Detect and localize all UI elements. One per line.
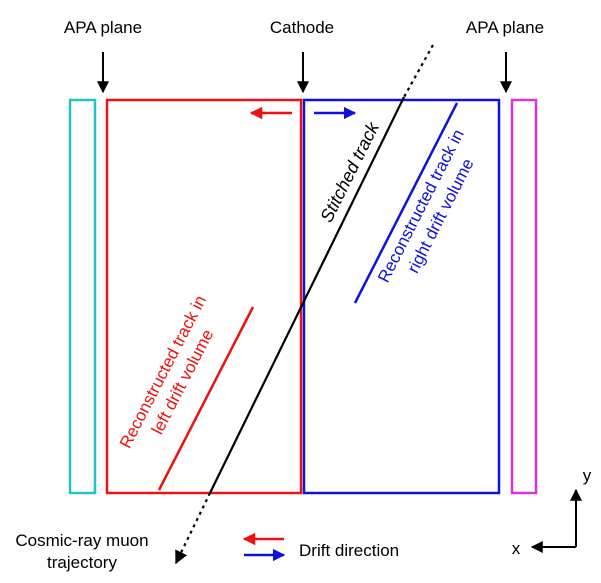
cathode-label: Cathode — [270, 18, 334, 37]
x-axis-label: x — [512, 539, 521, 558]
left-drift-volume — [105, 98, 303, 495]
right-track-label: Reconstructed track in right drift volum… — [374, 126, 477, 285]
left-track-label: Reconstructed track in left drift volume — [116, 292, 217, 451]
cosmic-ray-label-line2: trajectory — [47, 553, 117, 572]
y-axis-label: y — [583, 466, 592, 485]
apa-left-label: APA plane — [64, 18, 142, 37]
stitched-track-line — [209, 96, 405, 494]
right-reconstructed-track — [353, 102, 459, 304]
drift-direction-label: Drift direction — [299, 541, 399, 560]
muon-trajectory-top-dashed — [403, 44, 434, 98]
apa-right-label: APA plane — [466, 18, 544, 37]
apa-plane-right — [510, 98, 538, 495]
left-reconstructed-track — [157, 306, 255, 491]
muon-trajectory-bottom-dashed — [175, 492, 211, 565]
cosmic-ray-label-line1: Cosmic-ray muon — [15, 531, 148, 550]
apa-plane-left — [68, 98, 97, 495]
right-drift-volume — [302, 98, 501, 495]
